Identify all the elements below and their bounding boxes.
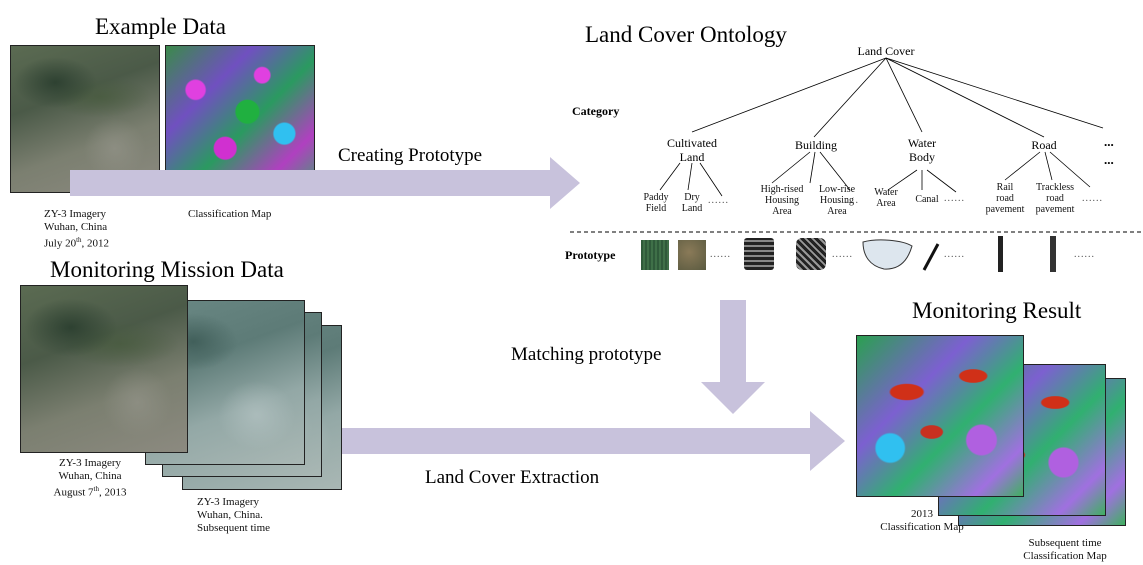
monitoring-data-title: Monitoring Mission Data [50, 257, 284, 282]
ontology-title: Land Cover Ontology [585, 22, 787, 47]
result-caption-subsequent: Subsequent time Classification Map [1023, 537, 1107, 562]
caption-line: ZY-3 Imagery [44, 208, 107, 220]
monitoring-caption-2013: ZY-3 Imagery Wuhan, China August 7th, 20… [53, 457, 127, 499]
result-classification-map-2013 [856, 335, 1024, 497]
prototype-trackless-road [1050, 236, 1056, 272]
prototype-label: Prototype [565, 248, 616, 262]
more-categories-marker: ...... [1104, 134, 1114, 167]
ellipsis-water: ...... [944, 193, 965, 204]
monitoring-result-title: Monitoring Result [912, 298, 1082, 323]
ellipsis-proto-building: ...... [832, 249, 853, 260]
sub-canal: Canal [915, 194, 939, 205]
prototype-water-shapes [862, 239, 940, 271]
ellipsis-proto-road: ...... [1074, 249, 1095, 260]
ellipsis-road: ...... [1082, 193, 1103, 204]
category-building: Building [794, 138, 837, 152]
prototype-low-rise-housing [796, 238, 826, 270]
create-prototype-arrow [70, 157, 580, 209]
land-cover-extraction-label: Land Cover Extraction [425, 467, 600, 488]
ellipsis-proto-water: ...... [944, 249, 965, 260]
example-image-caption: ZY-3 Imagery Wuhan, China July 20th, 201… [44, 208, 109, 251]
caption-line: Wuhan, China [44, 221, 108, 233]
monitoring-image-2013 [20, 285, 188, 453]
monitoring-caption-subsequent: ZY-3 Imagery Wuhan, China. Subsequent ti… [197, 496, 271, 534]
ellipsis-cultivated: ...... [708, 195, 729, 206]
result-caption-2013: 2013 Classification Map [880, 508, 964, 533]
prototype-high-rised-housing [744, 238, 774, 270]
example-satellite-image [10, 45, 160, 193]
creating-prototype-label: Creating Prototype [338, 145, 483, 166]
category-road: Road [1031, 138, 1057, 152]
example-data-title: Example Data [95, 14, 226, 39]
category-label: Category [572, 104, 620, 118]
ellipsis-building: ...... [838, 195, 859, 206]
matching-prototype-arrow [701, 300, 765, 414]
prototype-rail-road [998, 236, 1003, 272]
prototype-dry-land [678, 240, 706, 270]
ellipsis-proto-cultivated: ...... [710, 249, 731, 260]
ontology-root: Land Cover [857, 44, 915, 58]
classification-map-caption: Classification Map [188, 208, 272, 220]
caption-date: July 20th, 2012 [44, 236, 110, 250]
prototype-paddy-field [641, 240, 669, 270]
land-cover-extraction-arrow [150, 411, 845, 471]
matching-prototype-label: Matching prototype [511, 344, 662, 365]
